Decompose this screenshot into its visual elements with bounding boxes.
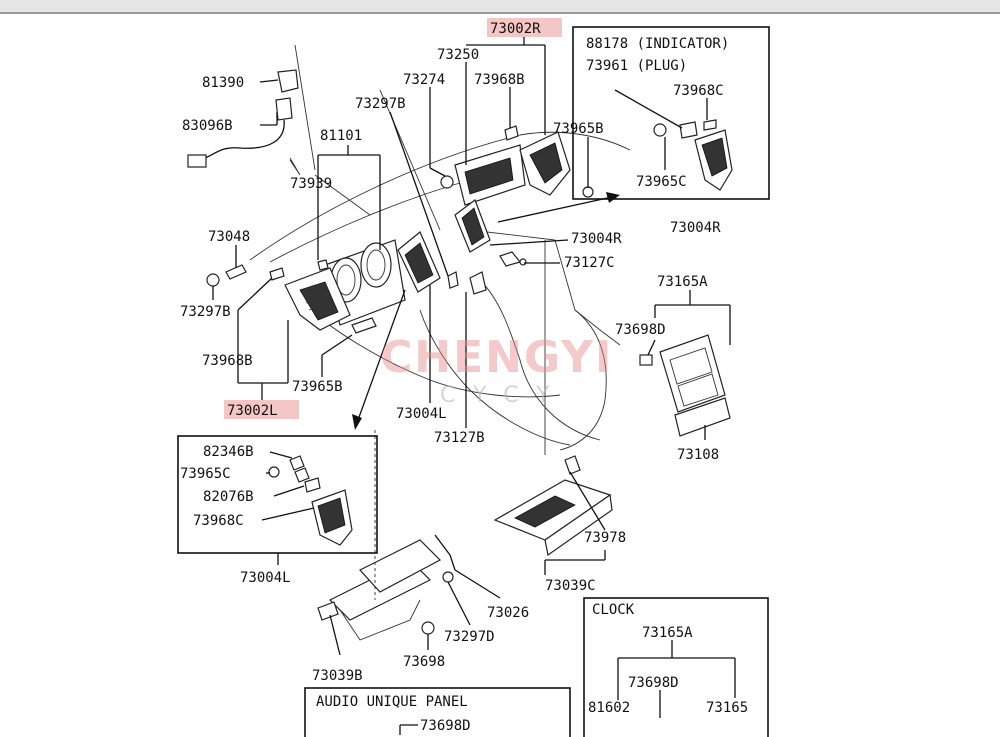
indicator-line1: 88178 (INDICATOR) xyxy=(586,36,729,52)
label-73274: 73274 xyxy=(403,72,445,88)
clock-box xyxy=(583,597,769,737)
label-73165-clock: 73165 xyxy=(706,700,748,716)
label-73004L-box: 73004L xyxy=(240,570,291,586)
clock-title: CLOCK xyxy=(592,602,635,618)
label-73004R-mid: 73004R xyxy=(571,231,622,247)
label-73250: 73250 xyxy=(437,47,479,63)
label-73978: 73978 xyxy=(584,530,626,546)
watermark-brand: CHENGYI xyxy=(380,332,613,383)
label-73698D-clock: 73698D xyxy=(628,675,679,691)
left-box-parts xyxy=(268,455,353,546)
label-73939: 73939 xyxy=(290,176,332,192)
label-73965B-top: 73965B xyxy=(553,121,604,137)
label-81602: 81602 xyxy=(588,700,630,716)
watermark-sub: CYCY xyxy=(440,383,568,408)
vent-top-73002R xyxy=(440,125,594,253)
label-73127B: 73127B xyxy=(434,430,485,446)
label-73968B-left: 73968B xyxy=(202,353,253,369)
arrows xyxy=(352,192,620,600)
label-73965C-left: 73965C xyxy=(180,466,231,482)
label-73968C-indicator: 73968C xyxy=(673,83,724,99)
vent-left-73002L xyxy=(284,267,351,331)
label-73968B-top: 73968B xyxy=(474,72,525,88)
indicator-box-parts xyxy=(614,89,733,191)
center-panel-73165A xyxy=(639,334,731,437)
label-73698D-audio: 73698D xyxy=(420,718,471,734)
label-73026: 73026 xyxy=(487,605,529,621)
label-73297D: 73297D xyxy=(444,629,495,645)
highlight-73002R xyxy=(487,18,562,37)
left-detail-box xyxy=(177,435,378,554)
label-73002L: 73002L xyxy=(227,403,278,419)
label-82076B: 82076B xyxy=(203,489,254,505)
label-73965C-indicator: 73965C xyxy=(636,174,687,190)
label-73165A-right: 73165A xyxy=(657,274,708,290)
label-81390: 81390 xyxy=(202,75,244,91)
label-73108: 73108 xyxy=(677,447,719,463)
vent-center-73004L xyxy=(397,231,441,293)
leader-lines xyxy=(212,37,736,735)
audio-title: AUDIO UNIQUE PANEL xyxy=(316,694,468,710)
wire-harness-81390 xyxy=(187,69,299,168)
indicator-line2: 73961 (PLUG) xyxy=(586,58,687,74)
window-top-bar xyxy=(0,0,1000,14)
small-hardware xyxy=(206,251,527,334)
label-73127C: 73127C xyxy=(564,255,615,271)
label-73965B-mid: 73965B xyxy=(292,379,343,395)
highlight-73002L xyxy=(224,400,299,419)
indicator-box xyxy=(572,26,770,200)
label-73968C-left: 73968C xyxy=(193,513,244,529)
label-73004R-indicator: 73004R xyxy=(670,220,721,236)
label-82346B: 82346B xyxy=(203,444,254,460)
label-73048: 73048 xyxy=(208,229,250,245)
label-73698D-right: 73698D xyxy=(615,322,666,338)
console-73039C xyxy=(493,455,613,557)
label-73004L-mid: 73004L xyxy=(396,406,447,422)
label-73165A-clock: 73165A xyxy=(642,625,693,641)
label-83096B: 83096B xyxy=(182,118,233,134)
label-81101: 81101 xyxy=(320,128,362,144)
label-73297B-top: 73297B xyxy=(355,96,406,112)
label-73698: 73698 xyxy=(403,654,445,670)
label-73039B: 73039B xyxy=(312,668,363,684)
label-73039C: 73039C xyxy=(545,578,596,594)
audio-panel-box xyxy=(304,687,571,737)
label-73297B-left: 73297B xyxy=(180,304,231,320)
bracket-73039B xyxy=(317,534,456,641)
label-73002R: 73002R xyxy=(490,21,541,37)
